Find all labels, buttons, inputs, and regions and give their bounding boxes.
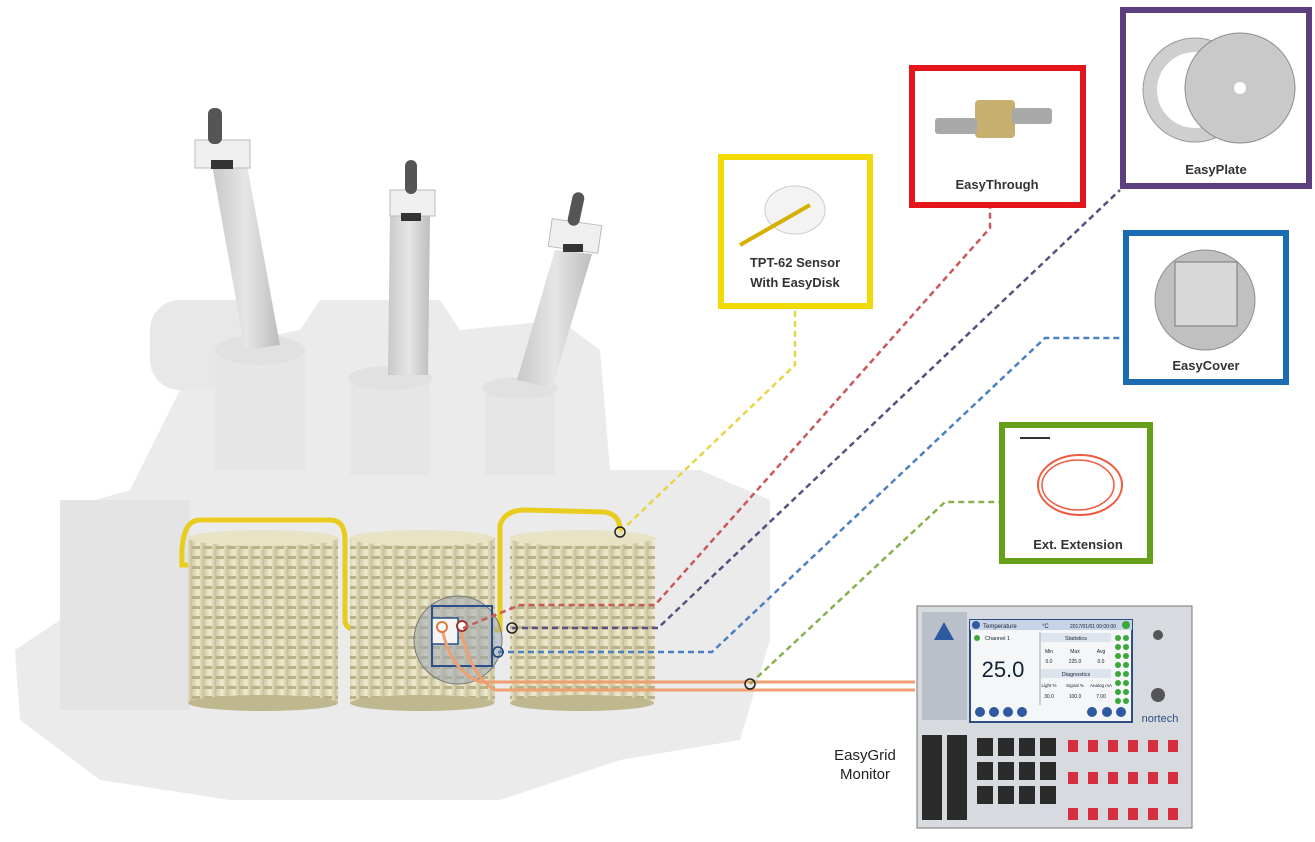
screen-reading: 25.0	[982, 657, 1025, 682]
diag-label-signal: Signal %	[1066, 683, 1084, 688]
box-easycover: EasyCover	[1123, 230, 1289, 385]
connector-easycover	[498, 336, 1122, 654]
fiber-routing-yellow	[179, 507, 623, 633]
screen-nav-buttons	[975, 707, 1126, 717]
statistics-header: Statistics	[1065, 636, 1087, 642]
box-tpt62: TPT-62 Sensor With EasyDisk	[718, 154, 873, 309]
terminal-block-dark	[922, 735, 1056, 820]
box-ext-extension: Ext. Extension	[999, 422, 1153, 564]
monitor-caption: EasyGrid Monitor	[820, 746, 910, 784]
bushing-center	[388, 160, 436, 375]
connector-extension	[749, 500, 1000, 685]
monitor-caption-line1: EasyGrid	[834, 747, 896, 764]
knob-bottom	[1151, 688, 1165, 702]
coil-left	[188, 530, 338, 711]
stat-label-max: Max	[1070, 649, 1080, 655]
knob-top	[1153, 630, 1163, 640]
monitor-caption-line2: Monitor	[839, 766, 891, 783]
diag-label-analog: Analog mA	[1090, 683, 1112, 688]
easygrid-monitor: Temperature °C 2017/01/01 00:00:00 Chann…	[916, 605, 1193, 829]
brand-logo: nortech	[1142, 713, 1179, 725]
connector-easythrough	[462, 207, 992, 630]
tpt62-label-line2: With EasyDisk	[750, 275, 840, 290]
diagnostics-header: Diagnostics	[1062, 672, 1091, 678]
status-indicators	[1115, 635, 1129, 704]
stat-label-min: Min	[1045, 649, 1053, 655]
bushing-left	[194, 108, 280, 350]
box-easyplate: EasyPlate	[1120, 7, 1312, 189]
fiber-connectors-red	[1068, 740, 1178, 820]
coil-right	[510, 530, 655, 711]
connector-lines	[462, 189, 1122, 685]
screen-unit: °C	[1042, 624, 1049, 630]
easythrough-label: EasyThrough	[955, 177, 1038, 192]
stat-value-min: 0.0	[1046, 659, 1053, 665]
tpt62-label-line1: TPT-62 Sensor	[750, 255, 840, 270]
diag-value-light: 30.0	[1044, 694, 1054, 700]
easyplate-label: EasyPlate	[1185, 162, 1246, 177]
stat-label-avg: Avg	[1097, 649, 1106, 655]
diag-label-light: Light %	[1041, 683, 1056, 688]
ext-extension-label: Ext. Extension	[1033, 537, 1123, 552]
diag-value-analog: 7.00	[1096, 694, 1106, 700]
connector-easyplate	[512, 189, 1121, 630]
stat-value-avg: 0.0	[1098, 659, 1105, 665]
stat-value-max: 225.0	[1069, 659, 1082, 665]
screen-title: Temperature	[983, 624, 1017, 630]
easycover-label: EasyCover	[1172, 358, 1239, 373]
connection-points	[492, 526, 756, 690]
diag-value-signal: 100.0	[1069, 694, 1082, 700]
box-easythrough: EasyThrough	[909, 65, 1086, 208]
screen-channel: Channel 1	[985, 636, 1010, 642]
screen-datetime: 2017/01/01 00:00:00	[1070, 624, 1116, 630]
connector-tpt62	[619, 307, 797, 533]
bushing-right	[517, 192, 603, 388]
feedthrough-detail	[413, 595, 503, 685]
